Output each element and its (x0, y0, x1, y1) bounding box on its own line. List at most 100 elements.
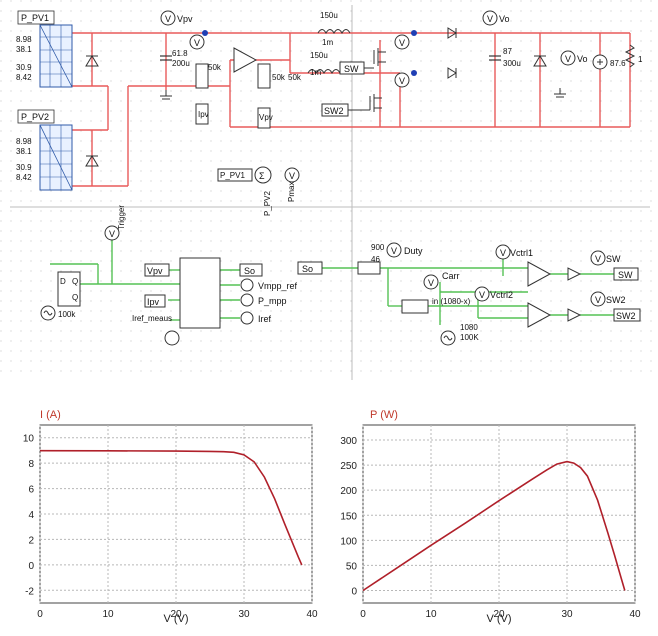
buffer-1[interactable] (567, 267, 582, 281)
voltage-sensor[interactable]: V (189, 34, 205, 50)
pv1-param-1: 8.98 (16, 35, 32, 44)
output-diode-1[interactable] (447, 27, 457, 39)
pv1-param-4: 8.42 (16, 73, 32, 82)
x-tick-label: 40 (629, 609, 641, 620)
bypass-diode-2[interactable] (85, 155, 99, 167)
svg-text:V: V (595, 295, 601, 305)
y-tick-label: 4 (28, 510, 34, 521)
summer-icon[interactable]: Σ (254, 166, 272, 184)
v-meter-s2[interactable]: V (394, 72, 410, 88)
sw-out-box[interactable] (613, 267, 639, 281)
mosfet-1[interactable] (364, 48, 386, 69)
clock-source[interactable] (40, 305, 56, 321)
vmpp-meter[interactable] (240, 278, 254, 292)
sw2-out-box[interactable] (613, 308, 641, 322)
pmax-label: Pmax (287, 182, 296, 202)
output-diode-2[interactable] (447, 67, 457, 79)
pv-panel-2[interactable] (39, 124, 73, 191)
svg-text:V: V (391, 246, 397, 256)
iref-meter[interactable] (240, 311, 254, 325)
comparator-1[interactable] (527, 261, 552, 287)
ppv1-sum-box[interactable] (217, 168, 253, 182)
svg-text:V: V (399, 76, 405, 86)
output-voltage-source[interactable] (592, 54, 608, 70)
pv1-param-2: 38.1 (16, 45, 32, 54)
carrier-source[interactable] (440, 330, 456, 346)
pmpp-meter[interactable] (240, 293, 254, 307)
trigger-meter[interactable]: V (104, 225, 120, 241)
svg-text:V: V (479, 290, 485, 300)
pmax-meter[interactable]: V (284, 167, 300, 183)
so-out-label: So (244, 266, 255, 276)
y-tick-label: 200 (340, 486, 357, 497)
pv2-param-3: 30.9 (16, 163, 32, 172)
y-tick-label: 10 (23, 434, 35, 445)
so-in-box[interactable] (297, 261, 323, 275)
sw2-meter[interactable]: V (590, 291, 606, 307)
l2-value-1: 150u (310, 51, 328, 60)
output-capacitor[interactable] (489, 55, 501, 61)
l1-value-1: 150u (320, 11, 338, 20)
flip-flop-q: Q (72, 277, 78, 286)
y-tick-label: 150 (340, 511, 357, 522)
source-out-value: 87.6 (610, 59, 626, 68)
ppv2-sum-label: P_PV2 (263, 191, 272, 216)
function-block[interactable] (401, 299, 429, 314)
load-resistor[interactable] (624, 44, 636, 68)
mppt-block[interactable] (179, 257, 221, 329)
op-amp[interactable] (233, 47, 258, 73)
series-line (39, 449, 303, 566)
carr-meter[interactable]: V (423, 274, 439, 290)
vpv-in-box[interactable] (144, 263, 170, 277)
sw-meter-label: SW (606, 254, 621, 264)
current-sensor-box[interactable] (195, 63, 209, 89)
carr-label: Carr (442, 271, 460, 281)
bypass-diode-1[interactable] (85, 55, 99, 67)
comparator-2[interactable] (527, 302, 552, 328)
duty-meter[interactable]: V (386, 242, 402, 258)
pv-panel-1[interactable] (39, 24, 73, 88)
iref-current-probe[interactable] (164, 330, 180, 346)
gain-block[interactable] (357, 261, 381, 275)
so-out-box[interactable] (239, 263, 263, 277)
vctrl1-meter[interactable]: V (495, 244, 511, 260)
x-tick-label: 10 (102, 609, 114, 620)
vo-meter-2[interactable]: V (560, 50, 576, 66)
inductor-2[interactable] (307, 69, 341, 75)
x-axis-label: V (V) (486, 613, 511, 625)
clock-value: 100k (58, 310, 76, 319)
x-tick-label: 0 (37, 609, 43, 620)
svg-text:V: V (487, 14, 493, 24)
ground-icon (160, 90, 172, 100)
input-capacitor[interactable] (160, 55, 172, 61)
x-tick-label: 0 (360, 609, 366, 620)
sw-in-label: SW (344, 64, 359, 74)
sw2-in-label: SW2 (324, 106, 344, 116)
vo-meter[interactable]: V (482, 10, 498, 26)
iref-label: Iref (258, 314, 272, 324)
ipv-label: Ipv (198, 110, 209, 119)
v-meter-s1[interactable]: V (394, 34, 410, 50)
buffer-2[interactable] (567, 308, 582, 322)
pv2-param-4: 8.42 (16, 173, 32, 182)
r3-value: 50k (288, 73, 302, 82)
y-tick-label: -2 (25, 586, 34, 597)
sensor-box-2[interactable] (257, 63, 271, 89)
load-value: 1 (638, 55, 643, 64)
sw-meter[interactable]: V (590, 250, 606, 266)
svg-text:V: V (399, 38, 405, 48)
mosfet-2[interactable] (348, 94, 382, 112)
freewheel-diode[interactable] (533, 55, 547, 67)
ipv-in-box[interactable] (144, 294, 166, 308)
x-tick-label: 40 (306, 609, 318, 620)
circuit-schematic: P_PV1 8.98 38.1 30.9 8.42 P_PV2 8.98 38.… (0, 0, 658, 380)
carrier-value-2: 100K (460, 333, 479, 342)
r2-value: 50k (272, 73, 286, 82)
duty-label: Duty (404, 246, 423, 256)
vpv-meter[interactable]: V (160, 10, 176, 26)
inductor-1[interactable] (317, 29, 351, 35)
flip-flop[interactable] (57, 271, 81, 307)
grid-background (0, 0, 658, 380)
vctrl2-meter[interactable]: V (474, 286, 490, 302)
